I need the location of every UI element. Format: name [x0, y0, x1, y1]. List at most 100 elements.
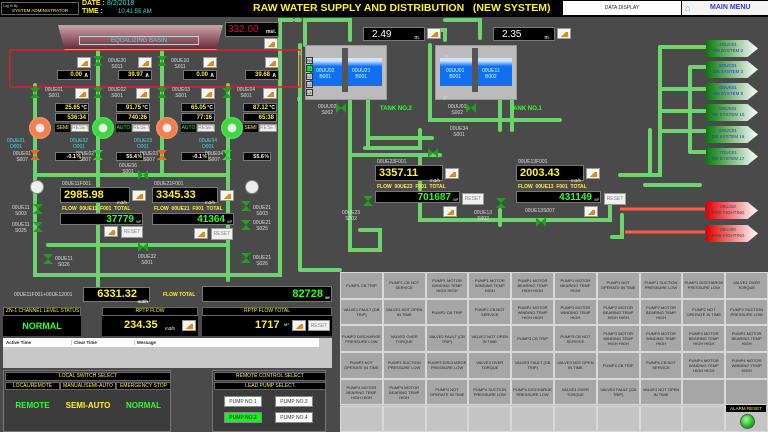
trend-button[interactable] — [136, 88, 150, 99]
col-clear-time[interactable]: Clear Time — [71, 340, 97, 345]
rptp-total-reset-button[interactable]: RESET — [308, 320, 330, 331]
trend-button[interactable] — [443, 206, 457, 217]
trend-button[interactable] — [584, 206, 598, 217]
equalizing-basin: EQUALIZING BASIN — [58, 25, 223, 50]
flow-trend-button[interactable] — [220, 190, 234, 201]
selection-highlight — [9, 49, 301, 88]
rptp-flow-title: RPTP FLOW — [102, 307, 198, 316]
tank-trend-button[interactable] — [557, 28, 571, 39]
trend-button[interactable] — [75, 88, 89, 99]
trend-button[interactable] — [77, 57, 91, 68]
valve-icon[interactable] — [241, 253, 251, 263]
valve-icon[interactable] — [43, 254, 53, 264]
trend-button[interactable] — [265, 57, 279, 68]
alarm-tile: PUMP1 MOTOR WINDING TEMP HIGH — [468, 272, 512, 299]
valve-icon[interactable] — [157, 56, 167, 66]
valve-icon[interactable] — [496, 198, 506, 208]
valve-icon[interactable] — [536, 217, 546, 227]
rptp-total-trend-button[interactable] — [292, 320, 306, 331]
trend-button[interactable] — [201, 88, 215, 99]
valve-icon[interactable] — [93, 150, 103, 160]
pump-reset-button[interactable]: RESET — [71, 124, 89, 132]
alarm-tile: PUMP1 CB TRIP — [340, 272, 383, 299]
valve-icon[interactable] — [33, 222, 43, 232]
valve-icon[interactable] — [157, 88, 167, 98]
data-display-button[interactable]: DATA DISPLAY — [563, 1, 681, 15]
valve-icon[interactable] — [30, 88, 40, 98]
flow-trend-button[interactable] — [445, 168, 459, 179]
alarm-reset-button[interactable] — [740, 414, 755, 429]
current-value: 39.97 — [127, 72, 143, 78]
destination-tag: 00UJ20 — [720, 227, 736, 232]
valve-icon[interactable] — [241, 201, 251, 211]
valve-icon[interactable] — [30, 150, 40, 160]
valve-icon[interactable] — [33, 204, 43, 214]
tank-trend-button[interactable] — [427, 28, 441, 39]
pump-reset-button[interactable]: RESET — [259, 124, 277, 132]
flow-trend-button[interactable] — [132, 190, 146, 201]
pump-no2-button[interactable]: PUMP NO.2 — [224, 412, 262, 423]
pump-no1-button[interactable]: PUMP NO.1 — [224, 396, 262, 407]
trend-button[interactable] — [104, 226, 118, 237]
pump-reset-button[interactable]: RESET — [197, 124, 215, 132]
reset-button[interactable]: RESET — [121, 226, 143, 238]
basin-trend-button[interactable] — [264, 38, 278, 49]
pump-icon[interactable] — [92, 117, 114, 139]
valve-icon[interactable] — [222, 88, 232, 98]
alarm-tile: VALVE4 NOT OPEN IN TIME — [639, 378, 683, 406]
flow-total-unit: M³ — [136, 219, 141, 224]
valve-icon[interactable] — [363, 196, 373, 206]
sum-flow-unit: m3/h — [137, 299, 148, 304]
rptp-flow-trend-button[interactable] — [182, 320, 196, 331]
trend-button[interactable] — [138, 57, 152, 68]
temp-display: 87.12°C — [243, 103, 277, 112]
col-active-time[interactable]: Active Time — [6, 340, 32, 345]
valve-icon[interactable] — [241, 220, 251, 230]
trend-button[interactable] — [203, 57, 217, 68]
reset-button[interactable]: RESET — [604, 193, 626, 205]
col-message[interactable]: Message — [134, 340, 156, 345]
valve-icon[interactable] — [222, 150, 232, 160]
valve-icon[interactable] — [336, 103, 346, 113]
alarm-tile: PUMP2 SUCTION PRESSURE LOW — [725, 298, 768, 326]
reset-button[interactable]: RESET — [211, 228, 233, 240]
percent-display: -0.1% — [55, 152, 83, 161]
pump-no3-button[interactable]: PUMP NO.3 — [275, 396, 313, 407]
valve-icon[interactable] — [138, 242, 148, 252]
main-menu-button[interactable]: ⌂ MAIN MENU — [682, 1, 768, 15]
pump-icon[interactable] — [29, 117, 51, 139]
flow-value: 3345.33 — [156, 189, 196, 201]
alarm-tile: VALVE2 OVER TORQUE — [382, 325, 426, 353]
trend-button[interactable] — [194, 228, 208, 239]
reset-button[interactable]: RESET — [462, 193, 484, 205]
valve-icon[interactable] — [138, 170, 148, 180]
level-indicator-hh: HH — [306, 57, 313, 64]
valve-icon[interactable] — [93, 56, 103, 66]
destination-label: ON SYSTEM 10 — [711, 112, 745, 117]
alarm-list-table[interactable]: Active Time Clear Time Message — [3, 338, 332, 368]
valve-icon[interactable] — [466, 103, 476, 113]
pump-no4-button[interactable]: PUMP NO.4 — [275, 412, 313, 423]
trend-button[interactable] — [263, 88, 277, 99]
valve-icon[interactable] — [157, 150, 167, 160]
home-icon: ⌂ — [685, 3, 691, 13]
alarm-tile: PUMP4 CB NOT SERVICE — [639, 352, 683, 379]
tank-level-unit: m. — [414, 35, 420, 41]
alarm-tile: PUMP3 MOTOR BEARING TEMP HIGH HIGH — [682, 325, 726, 353]
pump-reset-button[interactable]: RESET — [132, 124, 150, 132]
valve-icon[interactable] — [428, 148, 438, 158]
flow-trend-button[interactable] — [586, 168, 600, 179]
valve-icon[interactable] — [93, 88, 103, 98]
rptp-total-display: 1717 M³ RESET — [202, 316, 332, 336]
pump-icon[interactable] — [221, 117, 243, 139]
pump-icon[interactable] — [156, 117, 178, 139]
